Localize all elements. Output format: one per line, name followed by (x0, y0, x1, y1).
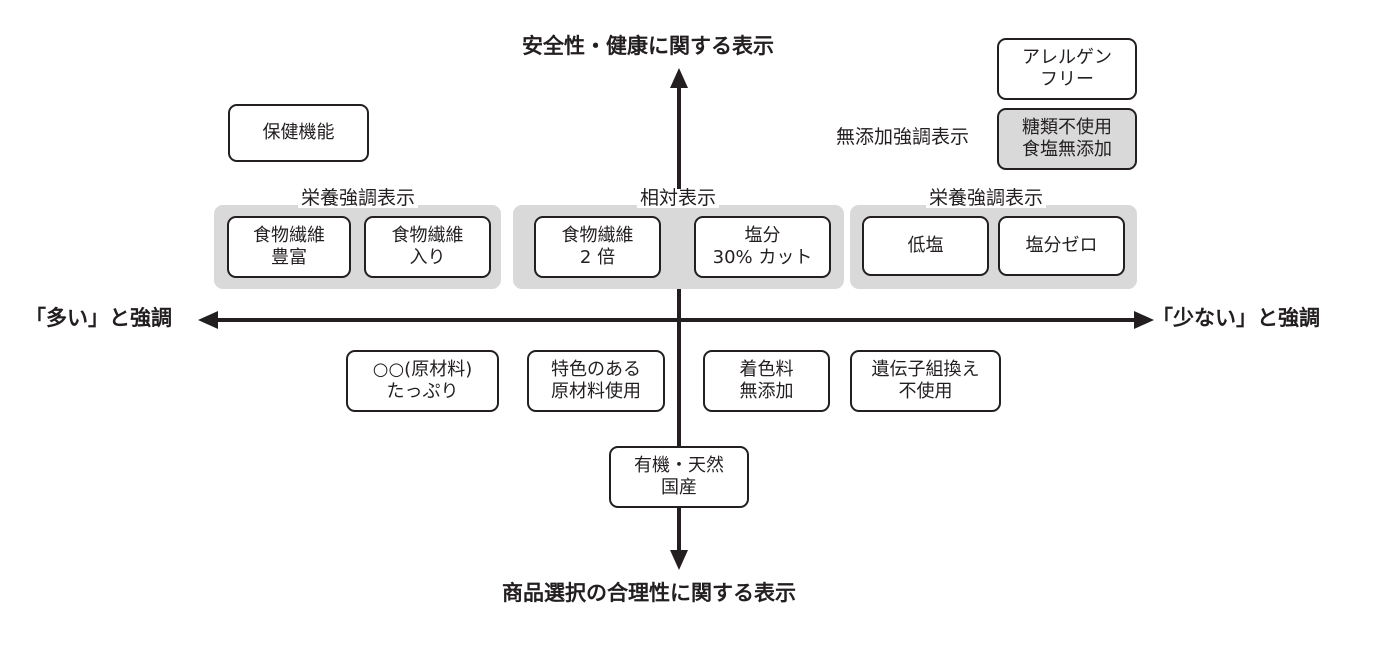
box-line: 原材料使用 (551, 381, 641, 402)
box-line: 無添加 (739, 381, 794, 402)
box-non-gmo: 遺伝子組換え 不使用 (850, 350, 1001, 412)
box-line: 保健機能 (262, 122, 335, 144)
axis-label-bottom: 商品選択の合理性に関する表示 (502, 581, 796, 605)
box-fiber-double: 食物繊維 2 倍 (534, 216, 661, 278)
box-special-ingredient: 特色のある 原材料使用 (527, 350, 665, 412)
box-line: フリー (1040, 69, 1094, 90)
box-line: 2 倍 (579, 247, 616, 268)
box-line: 食塩無添加 (1022, 139, 1112, 160)
box-line: ○○(原材料) (372, 359, 473, 381)
box-line: 国産 (661, 477, 697, 498)
box-fiber-rich: 食物繊維 豊富 (227, 216, 351, 278)
axis-label-left: 「多い」と強調 (25, 306, 172, 330)
axis-label-right: 「少ない」と強調 (1152, 306, 1320, 330)
box-allergen-free: アレルゲン フリー (997, 38, 1137, 100)
group-label-nutrition-left: 栄養強調表示 (297, 189, 419, 208)
box-salt-zero: 塩分ゼロ (998, 216, 1125, 276)
box-line: 不使用 (898, 381, 953, 402)
group-label-relative: 相対表示 (636, 189, 720, 208)
arrow-right-icon (1134, 311, 1154, 329)
box-plenty: ○○(原材料) たっぷり (346, 350, 499, 412)
box-line: 30% カット (712, 247, 813, 268)
box-line: 食物繊維 (561, 225, 634, 247)
additive-free-label: 無添加強調表示 (836, 126, 970, 148)
box-line: 食物繊維 (391, 225, 464, 247)
box-line: 遺伝子組換え (871, 359, 980, 381)
group-label-nutrition-right: 栄養強調表示 (925, 189, 1047, 208)
box-organic: 有機・天然 国産 (609, 446, 749, 508)
box-salt-cut: 塩分 30% カット (694, 216, 831, 278)
box-line: 豊富 (271, 247, 307, 268)
arrow-left-icon (198, 311, 218, 329)
axis-label-top: 安全性・健康に関する表示 (522, 34, 774, 58)
arrow-down-icon (670, 550, 688, 570)
box-health-function: 保健機能 (228, 104, 369, 162)
box-line: 塩分 (744, 225, 781, 247)
box-line: たっぷり (386, 381, 459, 402)
box-line: 塩分ゼロ (1025, 235, 1098, 257)
arrow-up-icon (670, 68, 688, 88)
box-line: 着色料 (739, 359, 794, 381)
box-line: 糖類不使用 (1022, 117, 1112, 139)
box-line: 有機・天然 (634, 455, 724, 477)
box-fiber-included: 食物繊維 入り (364, 216, 491, 278)
box-line: 低塩 (907, 235, 944, 257)
box-line: アレルゲン (1022, 47, 1112, 69)
box-no-coloring: 着色料 無添加 (703, 350, 830, 412)
box-line: 入り (409, 247, 446, 268)
box-line: 食物繊維 (253, 225, 325, 247)
box-line: 特色のある (551, 359, 641, 381)
box-low-salt: 低塩 (862, 216, 989, 276)
box-additive-free: 糖類不使用 食塩無添加 (997, 108, 1137, 170)
